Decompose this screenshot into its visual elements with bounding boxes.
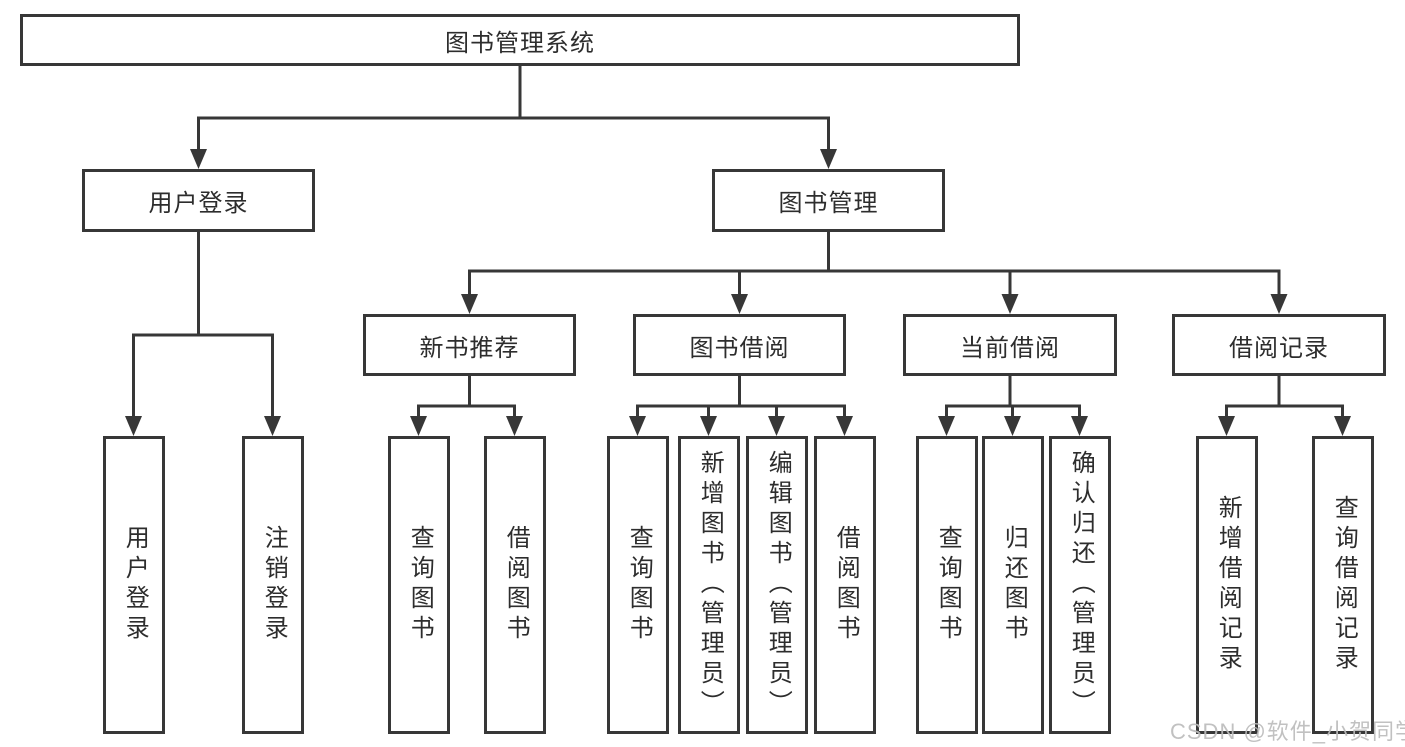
leaf-query-books-1-label: 查询图书	[406, 525, 434, 645]
csdn-watermark: CSDN @软件_小贺同学	[1170, 719, 1405, 744]
node-new-book-recommend-label: 新书推荐	[419, 334, 520, 362]
node-user-login: 用户登录	[82, 169, 315, 232]
node-current-borrowing: 当前借阅	[903, 314, 1117, 376]
arrowhead-icons	[125, 149, 1351, 436]
leaf-borrow-books-1-label: 借阅图书	[502, 525, 530, 645]
leaf-user-login: 用户登录	[103, 436, 165, 734]
leaf-add-book-admin: 新增图书（管理员）	[678, 436, 740, 734]
leaf-query-books-2: 查询图书	[607, 436, 669, 734]
node-book-borrowing: 图书借阅	[633, 314, 846, 376]
leaf-query-borrow-record: 查询借阅记录	[1312, 436, 1374, 734]
leaf-return-books-label: 归还图书	[1000, 525, 1028, 645]
leaf-query-books-3: 查询图书	[916, 436, 978, 734]
leaf-confirm-return-admin: 确认归还（管理员）	[1049, 436, 1111, 734]
node-root: 图书管理系统	[20, 14, 1020, 66]
leaf-query-borrow-record-label: 查询借阅记录	[1330, 495, 1358, 675]
node-book-management: 图书管理	[712, 169, 945, 232]
leaf-add-book-admin-label: 新增图书（管理员）	[696, 450, 724, 720]
leaf-query-books-1: 查询图书	[388, 436, 450, 734]
leaf-user-login-label: 用户登录	[121, 525, 149, 645]
leaf-return-books: 归还图书	[982, 436, 1044, 734]
node-book-management-label: 图书管理	[778, 190, 879, 217]
node-user-login-label: 用户登录	[148, 190, 249, 217]
leaf-add-borrow-record: 新增借阅记录	[1196, 436, 1258, 734]
leaf-edit-book-admin-label: 编辑图书（管理员）	[764, 450, 792, 720]
node-borrow-records: 借阅记录	[1172, 314, 1386, 376]
node-current-borrowing-label: 当前借阅	[960, 334, 1060, 362]
node-root-label: 图书管理系统	[445, 29, 595, 57]
leaf-query-books-2-label: 查询图书	[625, 525, 653, 645]
leaf-confirm-return-admin-label: 确认归还（管理员）	[1067, 450, 1095, 720]
leaf-borrow-books-1: 借阅图书	[484, 436, 546, 734]
leaf-query-books-3-label: 查询图书	[934, 525, 962, 645]
leaf-edit-book-admin: 编辑图书（管理员）	[746, 436, 808, 734]
node-new-book-recommend: 新书推荐	[363, 314, 576, 376]
leaf-logout: 注销登录	[242, 436, 304, 734]
leaf-add-borrow-record-label: 新增借阅记录	[1214, 495, 1242, 675]
leaf-borrow-books-2: 借阅图书	[814, 436, 876, 734]
leaf-borrow-books-2-label: 借阅图书	[832, 525, 860, 645]
node-borrow-records-label: 借阅记录	[1229, 334, 1329, 362]
leaf-logout-label: 注销登录	[260, 525, 288, 645]
node-book-borrowing-label: 图书借阅	[689, 334, 790, 362]
